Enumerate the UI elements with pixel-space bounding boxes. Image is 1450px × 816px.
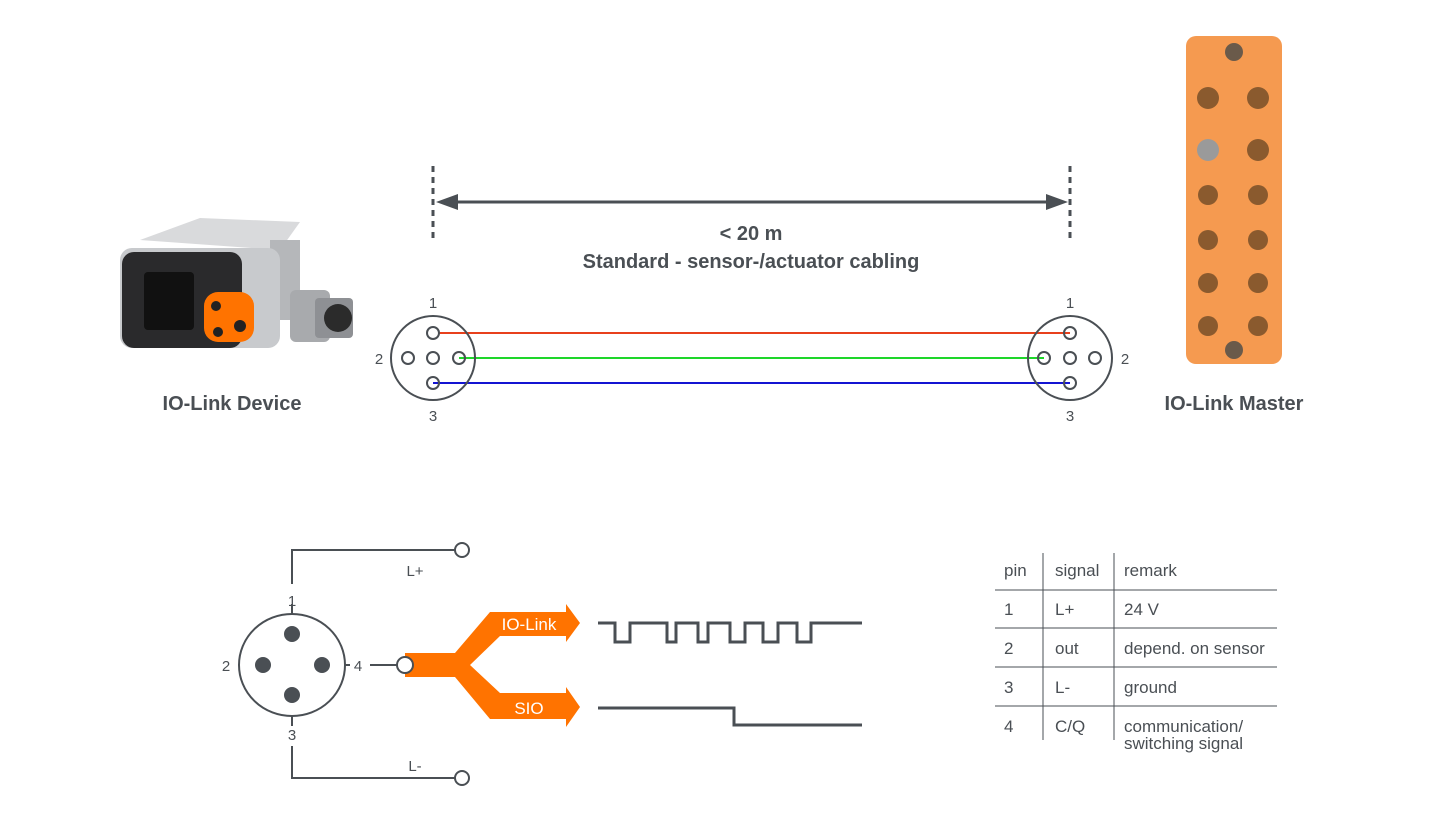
cabling-label: Standard - sensor-/actuator cabling — [583, 251, 920, 273]
right-pin-3-label: 3 — [1066, 408, 1074, 425]
right-connector — [1027, 315, 1113, 401]
sio-waveform — [598, 706, 862, 727]
master-label: IO-Link Master — [1165, 393, 1304, 415]
table-cell: out — [1055, 639, 1079, 658]
table-cell: communication/ — [1124, 717, 1243, 736]
table-cell: 2 — [1004, 639, 1013, 658]
right-pin-2-label: 2 — [1121, 351, 1129, 368]
left-connector — [390, 315, 476, 401]
table-cell: C/Q — [1055, 717, 1085, 736]
distance-label: < 20 m — [720, 223, 783, 245]
lplus-label: L+ — [406, 563, 423, 580]
pin4-terminal — [396, 656, 414, 674]
schematic-pin-1: 1 — [288, 593, 296, 610]
left-pin-1-label: 1 — [429, 295, 437, 312]
iolink-waveform — [598, 621, 862, 644]
connector-pins — [255, 626, 330, 703]
sio-label: SIO — [514, 699, 543, 718]
table-cell: 4 — [1004, 717, 1013, 736]
schematic-pin-2: 2 — [222, 658, 230, 675]
table-cell: 3 — [1004, 678, 1013, 697]
arrow-head-right-icon — [1046, 194, 1068, 210]
table-header-remark: remark — [1124, 561, 1177, 580]
schematic-pin-4: 4 — [354, 658, 362, 675]
table-cell: switching signal — [1124, 734, 1243, 753]
table-header-pin: pin — [1004, 561, 1027, 580]
table-cell: ground — [1124, 678, 1177, 697]
right-pin-1-label: 1 — [1066, 295, 1074, 312]
table-cell: L+ — [1055, 600, 1074, 619]
pin-table — [995, 553, 1277, 740]
table-cell: 1 — [1004, 600, 1013, 619]
table-header-signal: signal — [1055, 561, 1099, 580]
left-pin-3-label: 3 — [429, 408, 437, 425]
table-cell: depend. on sensor — [1124, 639, 1265, 658]
pinout-schematic — [238, 542, 470, 786]
schematic-pin-3: 3 — [288, 727, 296, 744]
left-pin-2-label: 2 — [375, 351, 383, 368]
table-cell: L- — [1055, 678, 1070, 697]
io-link-device-image — [120, 218, 353, 348]
io-link-master-image — [1186, 36, 1282, 364]
arrow-head-left-icon — [436, 194, 458, 210]
iolink-label: IO-Link — [502, 615, 557, 634]
table-cell: 24 V — [1124, 600, 1160, 619]
lminus-label: L- — [408, 758, 421, 775]
device-label: IO-Link Device — [163, 393, 302, 415]
signal-fork-arrow — [405, 604, 580, 727]
